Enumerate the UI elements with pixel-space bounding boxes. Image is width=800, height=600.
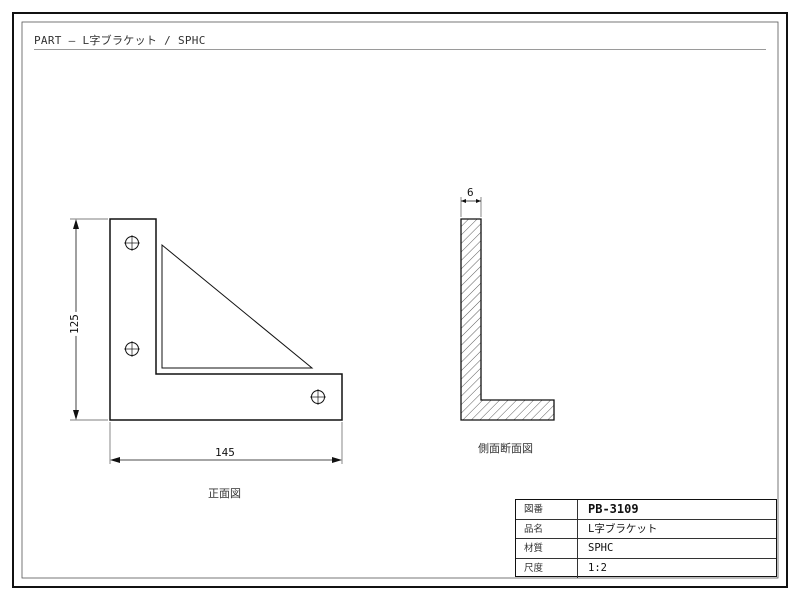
- mounting-hole: [124, 341, 140, 357]
- width-dimension-text: 145: [213, 446, 237, 459]
- material-label: 材質: [516, 539, 578, 558]
- inner-frame: [21, 21, 779, 579]
- section-profile: [460, 218, 555, 421]
- scale-label: 尺度: [516, 558, 578, 578]
- sheet-header: PART — L字ブラケット / SPHC: [34, 34, 206, 47]
- scale-value: 1:2: [588, 561, 607, 574]
- material-value: SPHC: [588, 542, 614, 554]
- gusset-triangle: [161, 243, 314, 369]
- front-view-label: 正面図: [208, 487, 241, 500]
- thickness-dimension: [460, 197, 482, 217]
- title-block-row: 材質 SPHC: [516, 539, 776, 559]
- outer-frame: [12, 12, 788, 588]
- title-block: 図番 PB-3109 品名 L字ブラケット 材質 SPHC 尺度 1:2: [515, 499, 777, 578]
- bracket-outline: [109, 218, 343, 421]
- thickness-dimension-text: 6: [467, 186, 474, 199]
- title-block-row: 品名 L字ブラケット: [516, 519, 776, 539]
- part-name-label: 品名: [516, 519, 578, 538]
- header-rule: [34, 49, 766, 50]
- width-dimension: [109, 422, 343, 464]
- mounting-hole: [310, 389, 326, 405]
- drawing-number-label: 図番: [516, 500, 578, 519]
- section-view-label: 側面断面図: [478, 442, 533, 455]
- title-block-row: 尺度 1:2: [516, 558, 776, 578]
- part-name-value: L字ブラケット: [588, 522, 658, 535]
- mounting-hole: [124, 235, 140, 251]
- height-dimension-text: 125: [67, 312, 81, 336]
- drawing-number-value: PB-3109: [588, 502, 639, 516]
- title-block-row: 図番 PB-3109: [516, 500, 776, 520]
